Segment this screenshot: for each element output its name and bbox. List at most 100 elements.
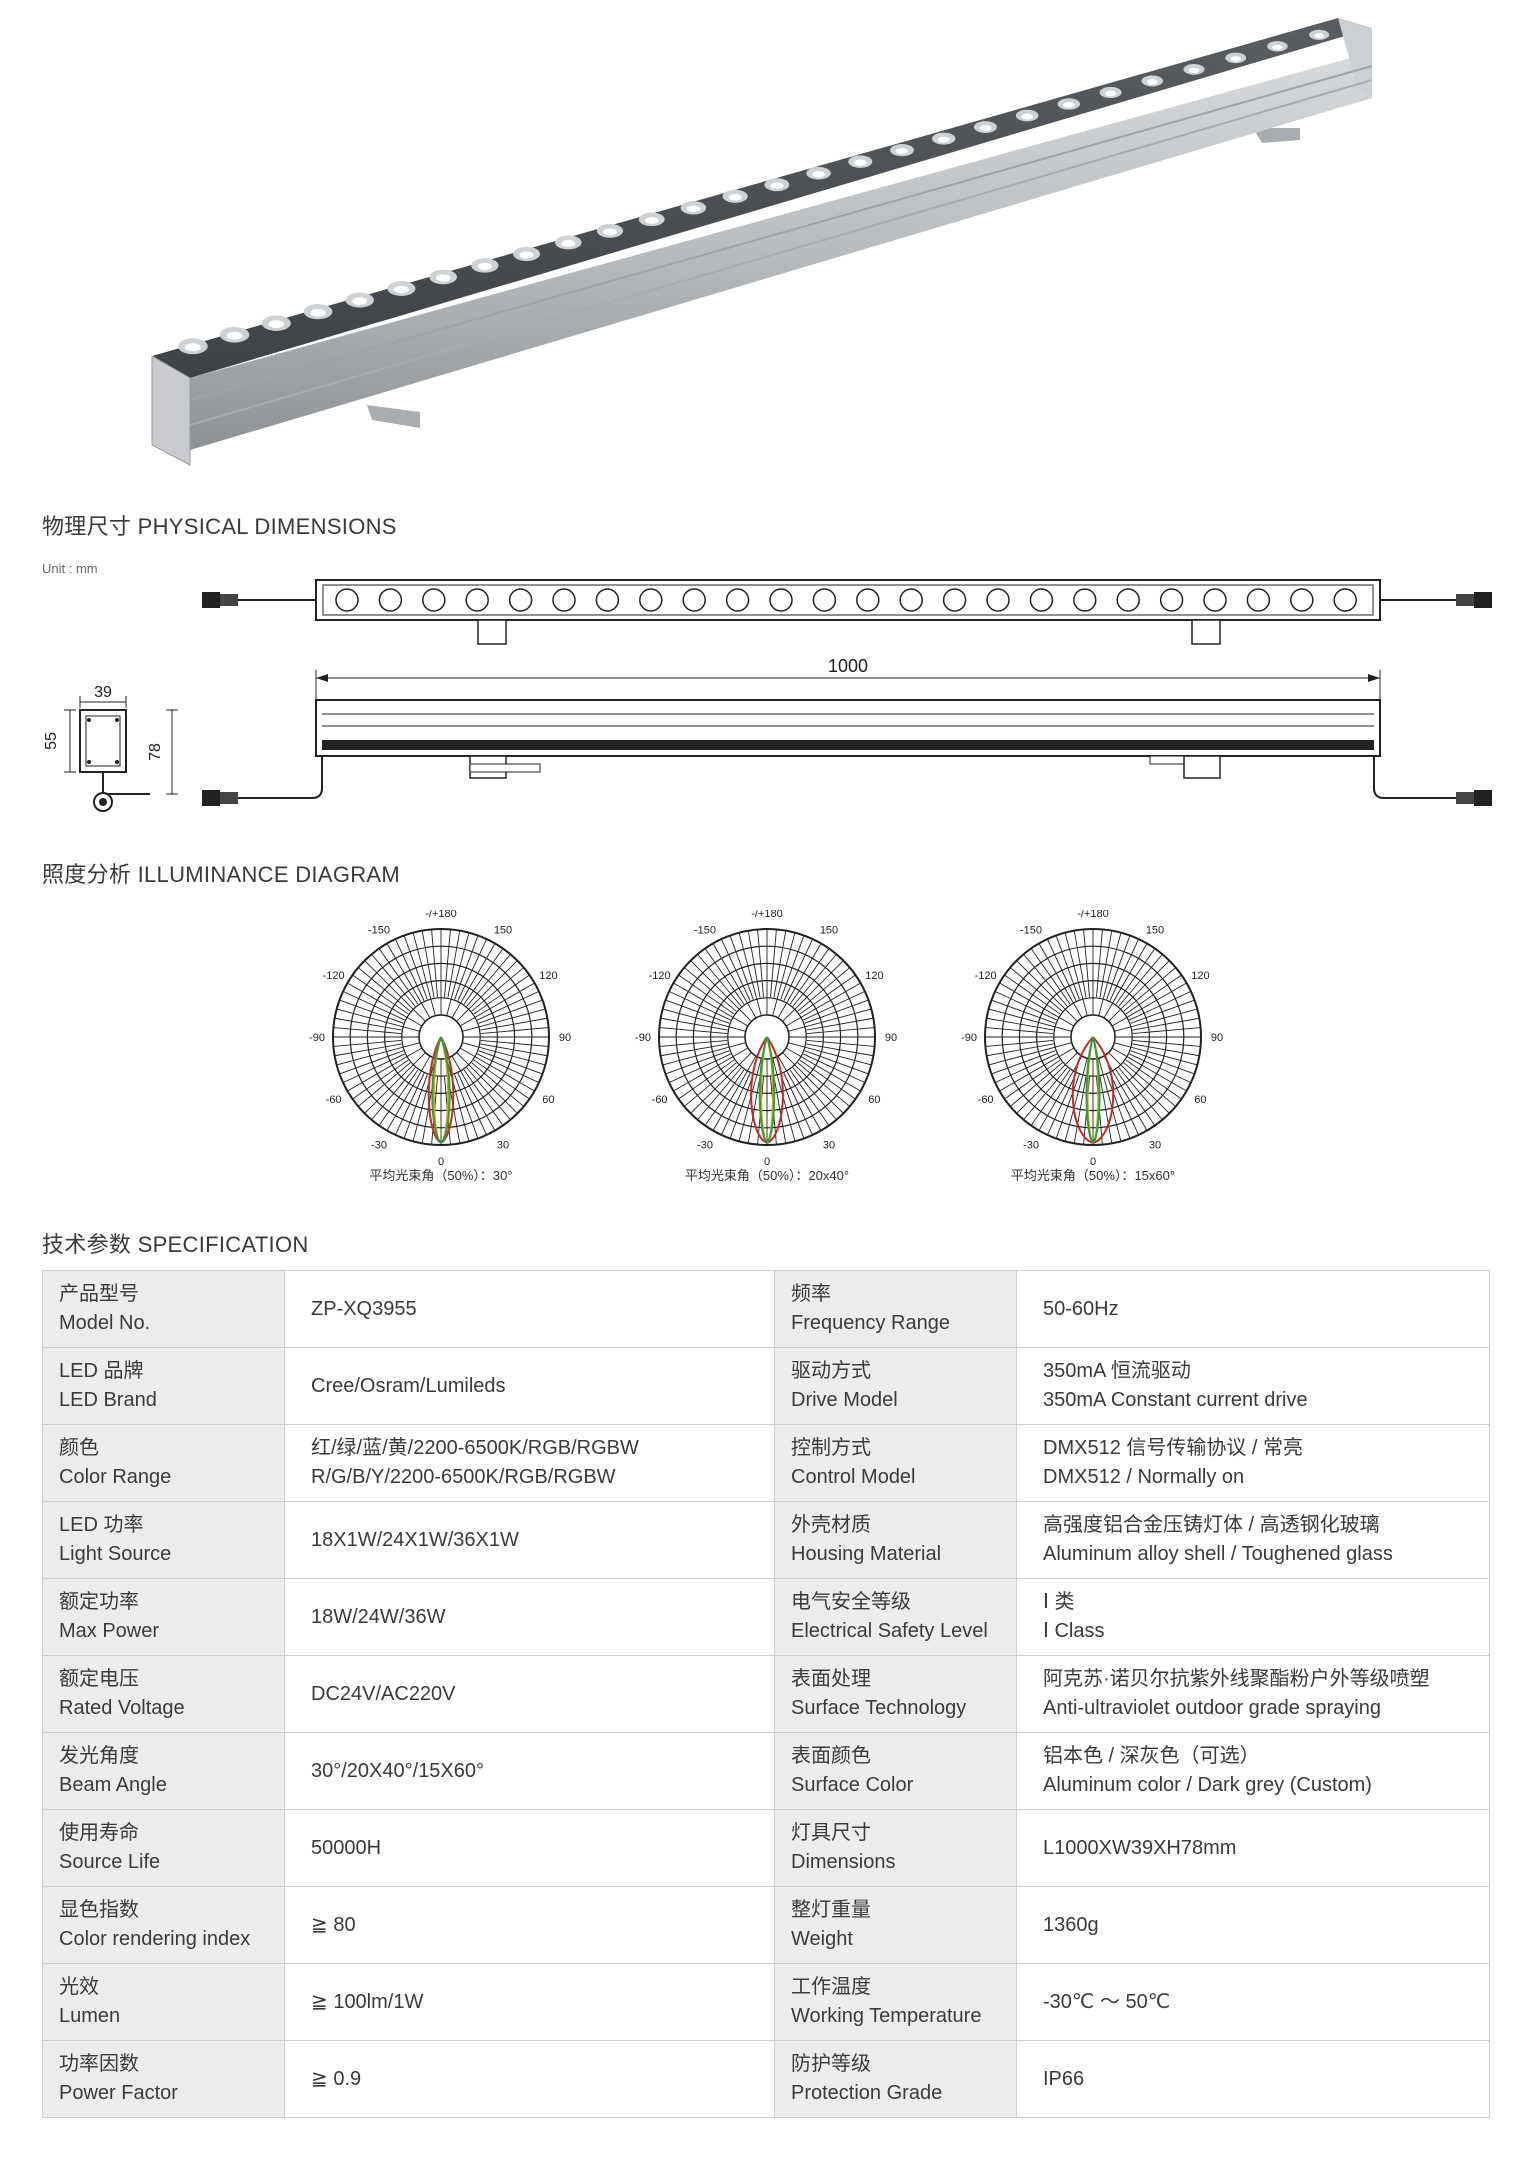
- led-lens-center: [937, 136, 950, 143]
- angle-label: 150: [1146, 925, 1164, 937]
- length-dimension: 1000: [828, 656, 868, 676]
- angle-label: -/+180: [1077, 910, 1109, 920]
- led-lens-center: [352, 297, 368, 305]
- spec-key-line: Rated Voltage: [59, 1697, 185, 1719]
- spec-key-line: 灯具尺寸: [791, 1822, 871, 1844]
- angle-label: -90: [635, 1032, 651, 1044]
- led-lens-center: [1188, 67, 1200, 74]
- led-outline: [1073, 588, 1097, 612]
- angle-label: 0: [1090, 1156, 1096, 1168]
- spec-key-line: Protection Grade: [791, 2082, 943, 2104]
- spec-value: ≧ 100lm/1W: [284, 1963, 775, 2041]
- spec-key-line: Weight: [791, 1928, 853, 1950]
- led-outline: [378, 588, 403, 612]
- spec-value-line: 高强度铝合金压铸灯体 / 高透钢化玻璃: [1043, 1514, 1380, 1536]
- spec-key-line: Drive Model: [791, 1389, 898, 1411]
- spec-value-line: 50-60Hz: [1043, 1297, 1119, 1320]
- led-lens-center: [435, 274, 451, 282]
- polar-diagram: -/+180150-150120-12090-9060-6030-300平均光束…: [635, 910, 897, 1183]
- spec-key-line: 发光角度: [59, 1745, 139, 1767]
- angle-label: 30: [823, 1139, 835, 1151]
- angle-label: 60: [868, 1094, 880, 1106]
- spec-key-line: Light Source: [59, 1543, 172, 1565]
- angle-label: 150: [820, 925, 838, 937]
- spec-key-line: Housing Material: [791, 1543, 942, 1565]
- beam-angle-caption: 平均光束角（50%）：30°: [369, 1168, 512, 1183]
- angle-label: 90: [885, 1032, 897, 1044]
- spec-value-line: 350mA 恒流驱动: [1043, 1360, 1191, 1382]
- led-lens-center: [184, 343, 201, 352]
- spec-key: 驱动方式 Drive Model: [774, 1347, 1017, 1425]
- spec-value-line: 铝本色 / 深灰色（可选）: [1043, 1745, 1260, 1767]
- dimension-drawing: 1000 39 55: [43, 579, 1492, 812]
- led-lens-center: [854, 159, 867, 166]
- led-lens-center: [1146, 79, 1158, 85]
- spec-value-line: Ⅰ 类: [1043, 1591, 1075, 1613]
- led-lens-center: [310, 308, 326, 317]
- spec-value: 30°/20X40°/15X60°: [284, 1732, 775, 1810]
- spec-key-line: 驱动方式: [791, 1360, 871, 1382]
- spec-value: L1000XW39XH78mm: [1016, 1809, 1490, 1887]
- led-outline: [899, 588, 923, 612]
- illuminance-title: 照度分析 ILLUMINANCE DIAGRAM: [42, 862, 401, 887]
- spec-key-line: Beam Angle: [59, 1774, 167, 1796]
- spec-value: 18X1W/24X1W/36X1W: [284, 1501, 775, 1579]
- spec-key-line: LED 品牌: [59, 1360, 144, 1382]
- spec-value: 50-60Hz: [1016, 1270, 1490, 1348]
- angle-label: -150: [694, 925, 716, 937]
- led-lens-center: [268, 320, 285, 329]
- led-lens-center: [477, 262, 493, 271]
- spec-value-line: ≧ 100lm/1W: [311, 1990, 424, 2013]
- polar-diagrams: -/+180150-150120-12090-9060-6030-300平均光束…: [309, 910, 1223, 1183]
- angle-label: -30: [1023, 1139, 1039, 1151]
- spec-value: 铝本色 / 深灰色（可选）Aluminum color / Dark grey …: [1016, 1732, 1490, 1810]
- end-view-drawing: 39 55 78: [43, 684, 178, 812]
- angle-label: 0: [438, 1156, 444, 1168]
- spec-key-line: 工作温度: [791, 1976, 871, 1998]
- angle-label: 120: [539, 970, 557, 982]
- angle-label: -/+180: [425, 910, 457, 920]
- spec-value-line: 红/绿/蓝/黄/2200-6500K/RGB/RGBW: [311, 1437, 639, 1459]
- spec-key-line: Frequency Range: [791, 1312, 950, 1334]
- body-height-dimension: 55: [43, 732, 60, 750]
- spec-title: 技术参数 SPECIFICATION: [42, 1232, 309, 1257]
- led-outline: [942, 588, 967, 612]
- spec-key-line: 显色指数: [59, 1899, 139, 1921]
- spec-value-line: Cree/Osram/Lumileds: [311, 1374, 506, 1397]
- led-lens-center: [519, 251, 534, 259]
- spec-value-line: -30℃ ～ 50℃: [1043, 1990, 1171, 2013]
- beam-angle-caption: 平均光束角（50%）：20x40°: [685, 1168, 849, 1183]
- product-image: [151, 18, 1373, 466]
- led-outline: [1290, 588, 1314, 612]
- spec-key-line: 整灯重量: [791, 1899, 871, 1921]
- angle-label: -60: [652, 1094, 668, 1106]
- angle-label: 60: [542, 1094, 554, 1106]
- led-outline: [682, 588, 706, 612]
- spec-value: Cree/Osram/Lumileds: [284, 1347, 775, 1425]
- angle-label: 0: [764, 1156, 770, 1168]
- spec-value: -30℃ ～ 50℃: [1016, 1963, 1490, 2041]
- spec-key-line: Surface Color: [791, 1774, 914, 1796]
- spec-value-line: 18X1W/24X1W/36X1W: [311, 1528, 519, 1551]
- spec-value: 50000H: [284, 1809, 775, 1887]
- angle-label: 90: [1211, 1032, 1223, 1044]
- spec-key-line: 光效: [59, 1976, 99, 1998]
- led-lens-center: [1272, 44, 1283, 50]
- spec-value: ZP-XQ3955: [284, 1270, 775, 1348]
- spec-key-line: 频率: [791, 1283, 831, 1305]
- spec-key-line: 表面颜色: [791, 1745, 871, 1767]
- distribution-curve: [431, 1036, 451, 1145]
